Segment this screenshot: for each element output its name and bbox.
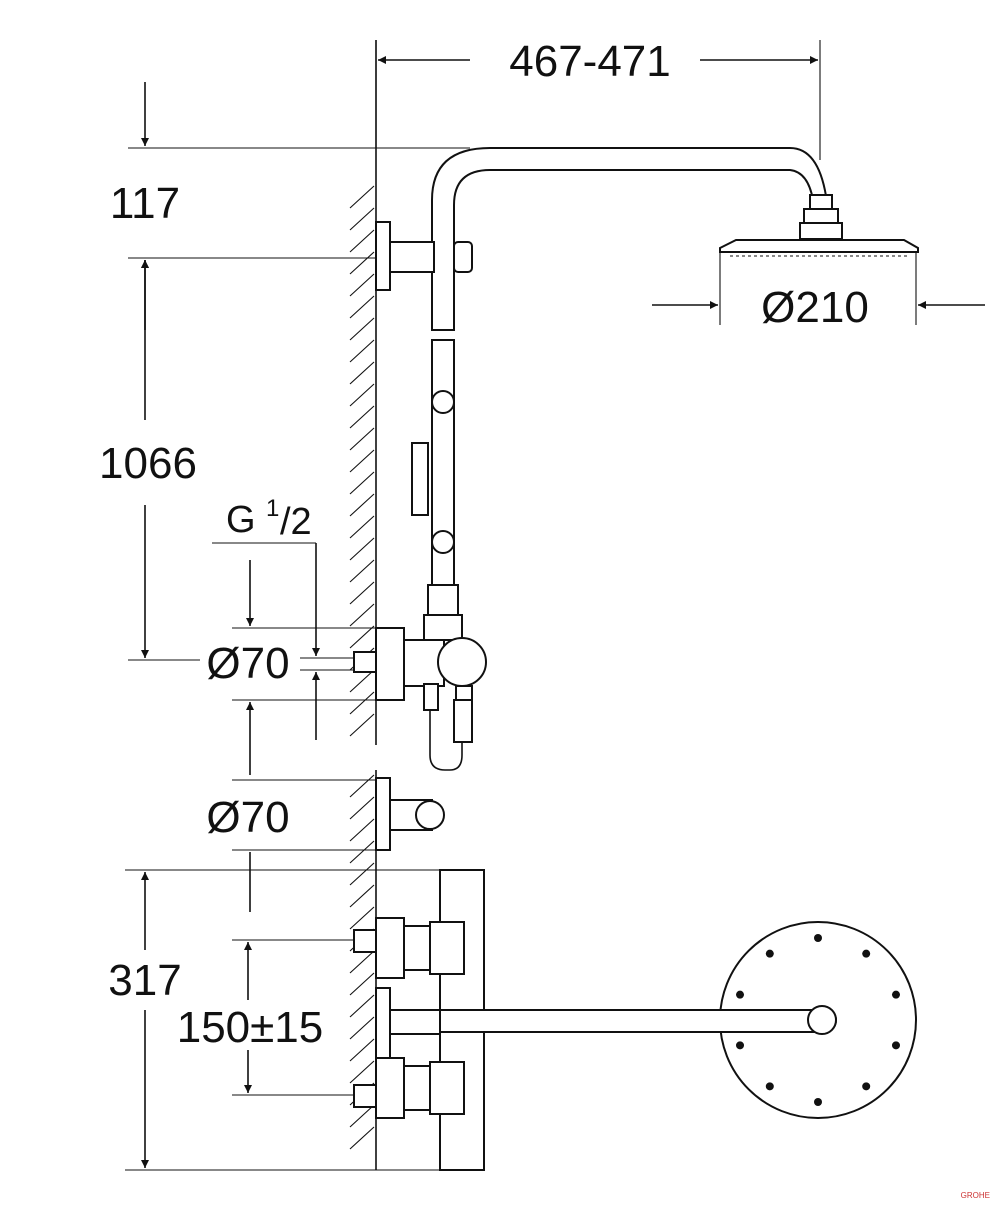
- arm-projection-label: 467-471: [509, 37, 670, 86]
- hatch-line: [349, 405, 375, 429]
- dimension-top-offset: 117: [110, 82, 470, 330]
- dimension-mixer-height: 317: [108, 869, 484, 1171]
- nozzle-dot: [862, 1082, 871, 1091]
- hatch-line: [349, 950, 375, 974]
- hatch-line: [349, 427, 375, 451]
- thread-sup-label: 1: [266, 495, 279, 522]
- hatch-line: [349, 818, 375, 842]
- dimension-inlet-centres: 150±15: [177, 939, 362, 1096]
- hatch-line: [349, 537, 375, 561]
- hatch-line: [349, 972, 375, 996]
- brand-watermark: GROHE: [961, 1191, 990, 1200]
- hatch-line: [349, 774, 375, 798]
- hatch-line: [349, 449, 375, 473]
- hatch-line: [349, 884, 375, 908]
- hatch-line: [349, 1060, 375, 1084]
- nozzle-dot: [814, 934, 822, 942]
- flange-upper-label: Ø70: [206, 639, 289, 688]
- dimension-thread: G 1 /2: [212, 495, 366, 740]
- hatch-line: [349, 713, 375, 737]
- nozzle-dot: [765, 1082, 774, 1091]
- riser-height-label: 1066: [99, 439, 197, 488]
- hatch-line: [349, 251, 375, 275]
- rain-shower-head: [719, 239, 919, 257]
- wall-section: [349, 40, 377, 1170]
- nozzle-dot: [862, 949, 871, 958]
- wall-hatching-upper: [349, 185, 375, 737]
- hatch-line: [349, 625, 375, 649]
- hatch-line: [349, 906, 375, 930]
- nozzle-dot: [765, 949, 774, 958]
- upper-wall-bracket: [375, 221, 473, 291]
- riser-rail: [411, 339, 463, 641]
- hatch-line: [349, 862, 375, 886]
- dimension-flange-lower: Ø70: [206, 779, 390, 912]
- hatch-line: [349, 295, 375, 319]
- hatch-line: [349, 317, 375, 341]
- hatch-line: [349, 559, 375, 583]
- hatch-line: [349, 515, 375, 539]
- lower-outlet: [375, 777, 445, 851]
- nozzle-dot: [891, 1041, 900, 1050]
- hatch-line: [349, 691, 375, 715]
- hatch-line: [349, 796, 375, 820]
- mixer-height-label: 317: [108, 956, 181, 1005]
- hatch-line: [349, 1016, 375, 1040]
- top-offset-label: 117: [110, 179, 180, 228]
- hatch-line: [349, 1104, 375, 1128]
- hatch-line: [349, 207, 375, 231]
- head-nozzle-dots: [736, 934, 900, 1106]
- hatch-line: [349, 581, 375, 605]
- dimension-riser-height: 1066: [99, 260, 200, 661]
- hatch-line: [349, 383, 375, 407]
- nozzle-dot: [736, 990, 745, 999]
- hatch-line: [349, 229, 375, 253]
- hatch-line: [349, 273, 375, 297]
- hatch-line: [349, 339, 375, 363]
- nozzle-dot: [814, 1098, 822, 1106]
- inlet-centres-label: 150±15: [177, 1003, 324, 1052]
- diverter-assembly: [353, 627, 487, 771]
- thread-sub-label: /2: [280, 501, 312, 543]
- hatch-line: [349, 603, 375, 627]
- dimension-arm-projection: 467-471: [375, 37, 821, 160]
- hatch-line: [349, 994, 375, 1018]
- head-diameter-label: Ø210: [761, 283, 869, 332]
- thread-label: G: [226, 499, 256, 541]
- hatch-line: [349, 1126, 375, 1150]
- nozzle-dot: [736, 1041, 745, 1050]
- hatch-line: [349, 361, 375, 385]
- hatch-line: [349, 471, 375, 495]
- dimension-flange-upper: Ø70: [206, 560, 376, 775]
- hatch-line: [349, 493, 375, 517]
- hatch-line: [349, 669, 375, 693]
- hatch-line: [349, 1038, 375, 1062]
- hatch-line: [349, 840, 375, 864]
- head-plan-view: [439, 921, 917, 1119]
- flange-lower-label: Ø70: [206, 793, 289, 842]
- dimension-head-diameter: Ø210: [652, 248, 985, 332]
- hatch-line: [349, 185, 375, 209]
- head-connector: [799, 194, 843, 240]
- nozzle-dot: [891, 990, 900, 999]
